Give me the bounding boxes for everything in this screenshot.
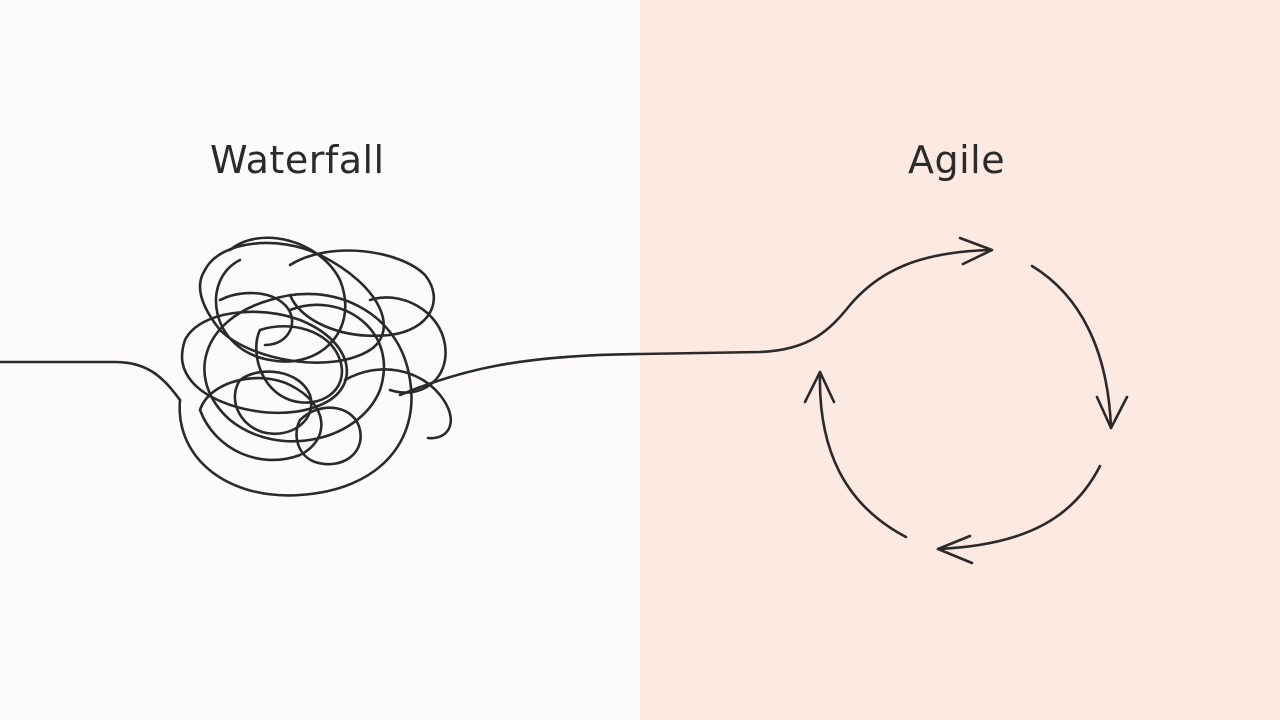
tangled-line-icon — [0, 236, 992, 497]
waterfall-title: Waterfall — [210, 138, 385, 182]
cycle-arrows-icon — [803, 236, 1129, 565]
agile-panel — [640, 0, 1280, 720]
agile-title: Agile — [908, 138, 1006, 182]
